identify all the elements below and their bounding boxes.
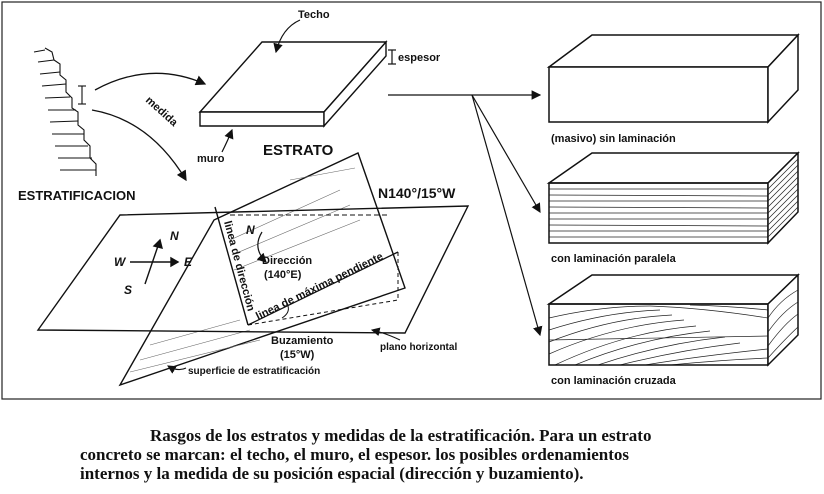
dip-projection	[247, 299, 399, 326]
label-medida: medida	[143, 94, 180, 129]
espesor-marker	[388, 49, 396, 65]
frame	[1, 1, 822, 400]
label-superficie: superficie de estratificación	[188, 366, 320, 377]
plane-n: N	[246, 223, 255, 237]
label-estrato: ESTRATO	[263, 142, 334, 159]
dip-line	[247, 251, 399, 326]
label-muro: muro	[197, 153, 225, 165]
label-direccion-value: (140°E)	[264, 269, 302, 281]
compass-rose	[130, 238, 180, 285]
label-direccion: Dirección	[262, 255, 312, 267]
label-cruzada: con laminación cruzada	[551, 375, 677, 387]
compass-s: S	[124, 283, 132, 297]
arrow-plano-horizontal	[370, 327, 401, 341]
dip-angle-arc	[281, 305, 289, 319]
compass-e: E	[184, 255, 193, 269]
label-direction-code: N140°/15°W	[378, 185, 456, 201]
block-cruzada	[546, 273, 800, 367]
arrow-superficie	[167, 365, 187, 374]
compass-n: N	[170, 229, 179, 243]
estrato-slab	[198, 40, 388, 128]
bedding-plane	[118, 152, 406, 387]
label-estratificacion: ESTRATIFICACION	[18, 188, 135, 203]
caption-line-1: Rasgos de los estratos y medidas de la e…	[150, 426, 652, 445]
arrow-to-estrato	[94, 72, 207, 91]
bedding-hatching	[129, 167, 361, 373]
block-paralela	[546, 151, 800, 245]
stratified-column-sketch	[33, 47, 97, 176]
label-plano-horizontal: plano horizontal	[380, 342, 457, 353]
arrow-techo	[273, 19, 301, 54]
compass-w: W	[114, 255, 127, 269]
label-buzamiento: Buzamiento	[271, 335, 334, 347]
label-paralela: con laminación paralela	[551, 253, 677, 265]
plane-north-arrow	[256, 231, 267, 263]
block-masivo	[546, 33, 800, 124]
arrow-medida	[91, 109, 187, 182]
caption: Rasgos de los estratos y medidas de la e…	[80, 426, 780, 483]
arrow-muro	[221, 128, 234, 153]
arrows-to-blocks	[388, 90, 543, 337]
label-masivo: (masivo) sin laminación	[551, 133, 676, 145]
caption-line-2: concreto se marcan: el techo, el muro, e…	[80, 445, 629, 464]
caption-line-3: internos y la medida de su posición espa…	[80, 464, 584, 483]
label-espesor: espesor	[398, 52, 441, 64]
strike-line	[214, 206, 249, 326]
label-buzamiento-value: (15°W)	[280, 349, 315, 361]
label-techo: Techo	[298, 9, 330, 21]
horizontal-plane	[36, 205, 470, 334]
